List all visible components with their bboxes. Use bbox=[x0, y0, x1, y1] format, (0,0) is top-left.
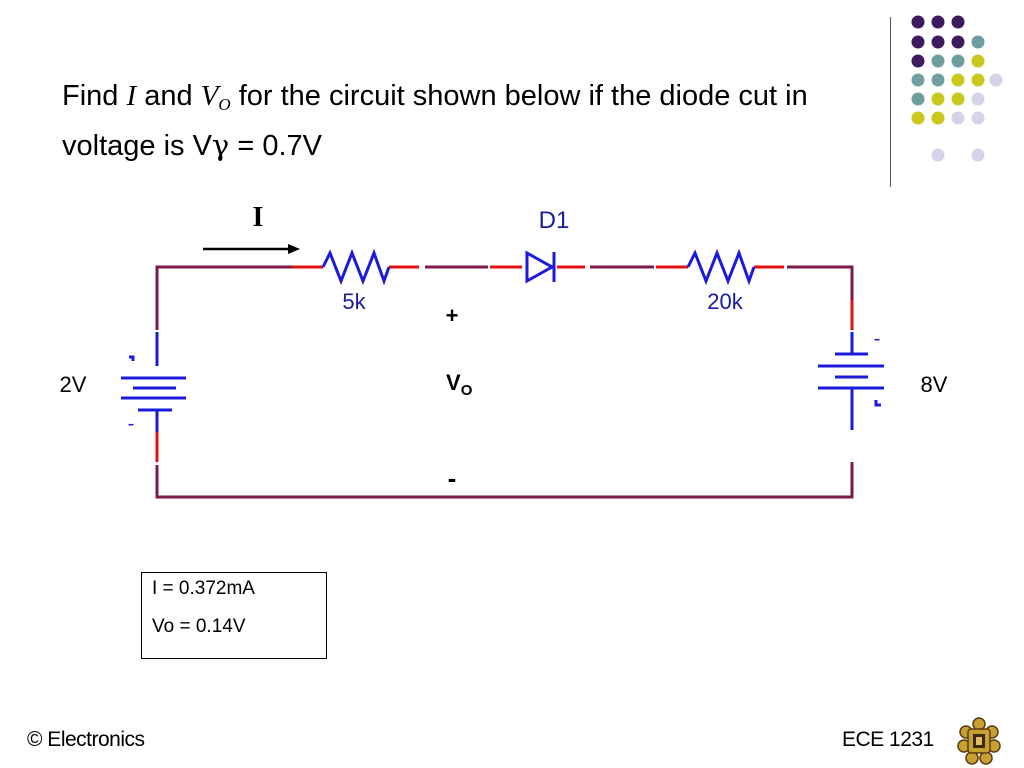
vo-label-sub: O bbox=[461, 382, 473, 399]
decorative-dot bbox=[971, 148, 985, 162]
decorative-dot bbox=[971, 92, 985, 106]
current-arrow bbox=[203, 244, 300, 254]
decorative-divider bbox=[890, 17, 891, 187]
title-text-1: Find bbox=[62, 80, 127, 112]
battery-8v-symbol bbox=[818, 332, 884, 430]
title-text-3: for the circuit shown below if the diode… bbox=[62, 80, 808, 162]
title-var-v: V bbox=[200, 80, 219, 112]
title-var-i: I bbox=[126, 80, 137, 112]
diode-label: D1 bbox=[539, 207, 570, 234]
decorative-dot bbox=[971, 111, 985, 125]
decorative-dot bbox=[951, 35, 965, 49]
decorative-dot bbox=[931, 111, 945, 125]
battery-8v-minus: - bbox=[874, 328, 881, 350]
footer-copyright: © Electronics bbox=[27, 728, 145, 751]
decorative-dot-grid bbox=[911, 15, 1003, 162]
title-gamma: γ bbox=[211, 128, 230, 162]
decorative-dot bbox=[971, 54, 985, 68]
component-leads bbox=[155, 265, 854, 462]
decorative-dot bbox=[971, 35, 985, 49]
decorative-dot bbox=[911, 15, 925, 29]
circuit-diagram: I D1 5k 20k 2V 8V - - + VO - bbox=[60, 202, 948, 499]
source-8v-label: 8V bbox=[921, 372, 948, 397]
decorative-dot bbox=[951, 92, 965, 106]
decorative-dot bbox=[931, 35, 945, 49]
resistor-20k-label: 20k bbox=[707, 289, 743, 314]
decorative-dot bbox=[951, 111, 965, 125]
decorative-dot bbox=[911, 54, 925, 68]
decorative-dot bbox=[931, 92, 945, 106]
answer-box: I = 0.372mA Vo = 0.14V bbox=[141, 572, 327, 659]
decorative-dot bbox=[951, 73, 965, 87]
page-title: Find I and VO for the circuit shown belo… bbox=[62, 76, 872, 166]
footer-course-code: ECE 1231 bbox=[842, 728, 934, 751]
answer-current: I = 0.372mA bbox=[152, 578, 255, 599]
vo-plus-sign: + bbox=[446, 303, 459, 328]
circuit-wires bbox=[155, 265, 854, 499]
vo-minus-sign: - bbox=[448, 463, 457, 493]
decorative-dot bbox=[911, 35, 925, 49]
university-crest-icon bbox=[957, 717, 1001, 765]
decorative-dot bbox=[951, 15, 965, 29]
resistor-20k-symbol bbox=[686, 248, 756, 286]
title-text-4: = 0.7V bbox=[229, 130, 322, 162]
decorative-dot bbox=[911, 111, 925, 125]
decorative-dot bbox=[971, 73, 985, 87]
decorative-dot bbox=[951, 54, 965, 68]
decorative-dot bbox=[989, 73, 1003, 87]
resistor-5k-label: 5k bbox=[342, 289, 366, 314]
decorative-dot bbox=[931, 54, 945, 68]
resistor-5k-symbol bbox=[321, 248, 391, 286]
answer-voltage: Vo = 0.14V bbox=[152, 616, 246, 637]
diode-d1-symbol bbox=[525, 250, 556, 284]
title-text-2: and bbox=[136, 80, 201, 112]
decorative-dot bbox=[931, 148, 945, 162]
decorative-dot bbox=[931, 15, 945, 29]
title-var-v-sub: O bbox=[218, 95, 231, 114]
battery-2v-symbol bbox=[121, 332, 186, 432]
decorative-dot bbox=[911, 92, 925, 106]
battery-2v-minus: - bbox=[128, 413, 135, 435]
current-label: I bbox=[253, 202, 264, 233]
vo-label-main: V bbox=[446, 370, 461, 395]
vo-label: VO bbox=[446, 370, 473, 399]
decorative-dot bbox=[931, 73, 945, 87]
decorative-dot bbox=[911, 73, 925, 87]
source-2v-label: 2V bbox=[60, 372, 87, 397]
